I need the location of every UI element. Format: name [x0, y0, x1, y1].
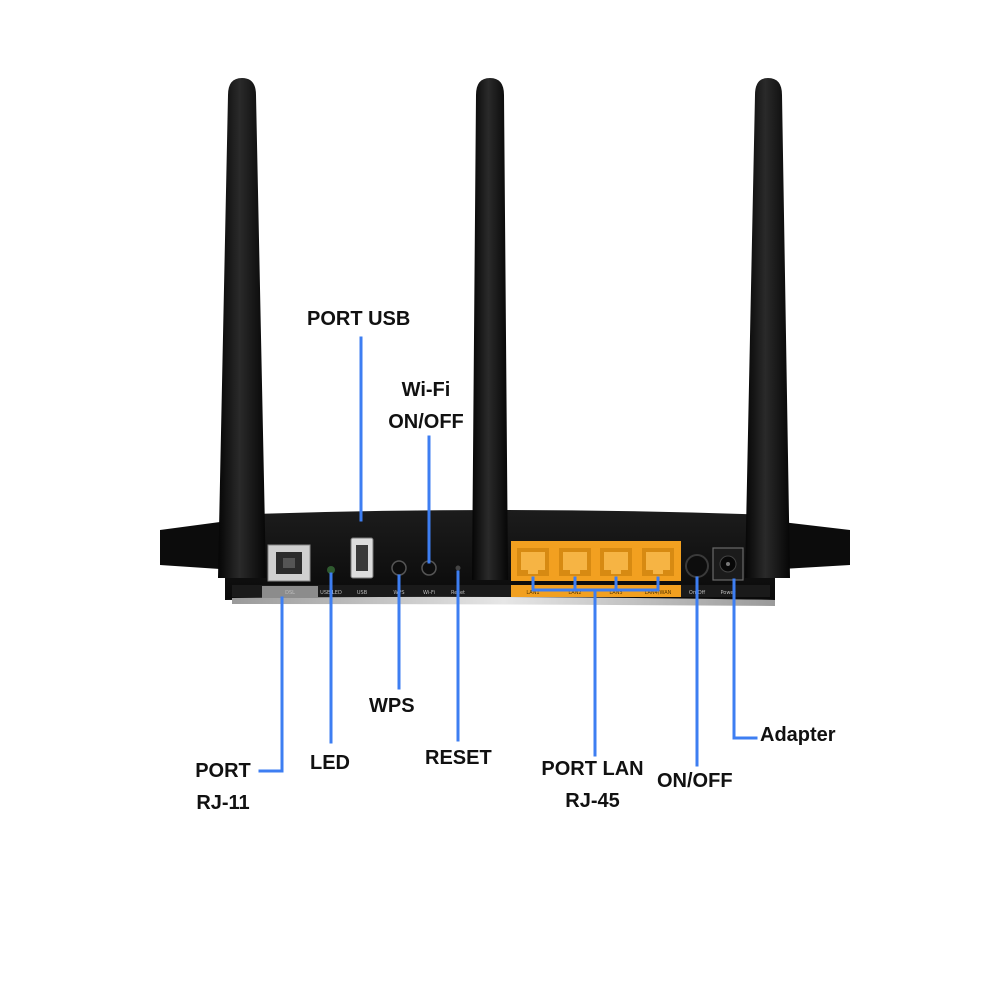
callout-wps: WPS [369, 690, 415, 722]
callout-reset: RESET [425, 742, 492, 774]
antenna-left [218, 78, 266, 578]
callout-on-off-text: ON/OFF [657, 770, 733, 792]
usb-port-icon [350, 537, 374, 579]
rj11-port-icon [262, 544, 318, 598]
port-label-power: Power [720, 590, 736, 596]
port-label-dsl: DSL [285, 590, 295, 596]
power-button [685, 554, 709, 578]
callout-adapter: Adapter [760, 719, 836, 751]
callout-rj11-line2: RJ-11 [196, 792, 250, 814]
antenna-center [472, 78, 508, 580]
callout-lan-line2: RJ-45 [565, 790, 620, 812]
usb-led-indicator [327, 566, 335, 574]
router-bottom-edge [232, 596, 775, 606]
callout-reset-text: RESET [425, 747, 492, 769]
callout-line-rj11 [258, 596, 284, 773]
callout-port-rj11: PORT RJ-11 [190, 755, 256, 819]
callout-line-adapter [732, 578, 758, 740]
power-jack-icon [712, 547, 744, 581]
callout-lan-line1: PORT LAN [541, 758, 644, 780]
callout-port-lan: PORT LAN RJ-45 [535, 753, 650, 817]
callout-rj11-line1: PORT [195, 760, 251, 782]
port-label-lan4-wan: LAN4/WAN [645, 590, 672, 596]
callout-wifi-on-off: Wi-Fi ON/OFF [381, 374, 471, 438]
port-label-usb: USB [357, 590, 368, 596]
router-left-wing [160, 520, 235, 570]
callout-led: LED [310, 747, 350, 779]
callout-port-usb-text: PORT USB [307, 308, 411, 330]
antenna-right [745, 78, 790, 578]
callout-wifi-line1: Wi-Fi [401, 379, 451, 401]
reset-pinhole [455, 565, 461, 571]
wps-button [391, 560, 407, 576]
callout-adapter-text: Adapter [760, 724, 836, 746]
port-label-lan2: LAN2 [568, 590, 581, 596]
port-label-lan3: LAN3 [609, 590, 622, 596]
callout-on-off: ON/OFF [657, 765, 733, 797]
port-label-wifi: Wi-Fi [423, 590, 435, 596]
callout-led-text: LED [310, 752, 350, 774]
callout-port-usb: PORT USB [307, 303, 410, 335]
port-label-lan1: LAN1 [526, 590, 539, 596]
rj45-port-icon [517, 548, 674, 576]
callout-wps-text: WPS [369, 695, 415, 717]
callout-wifi-line2: ON/OFF [388, 411, 464, 433]
